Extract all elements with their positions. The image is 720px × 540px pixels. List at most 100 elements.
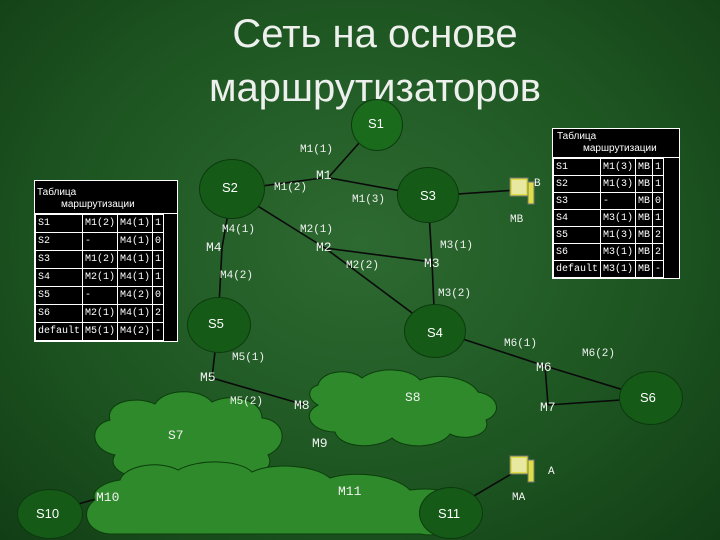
subnet-s3: S3: [398, 168, 458, 222]
routing-cell: M2(1): [82, 268, 119, 287]
routing-cell: MB: [635, 243, 654, 261]
routing-cell: -: [82, 232, 119, 251]
routing-cell: MB: [635, 260, 654, 278]
subnet-s5-label: S5: [208, 316, 224, 331]
routing-cell: M4(2): [117, 286, 154, 305]
routing-row: S5-M4(2)0: [34, 286, 165, 305]
routing-cell: S2: [552, 175, 602, 193]
routing-cell: 0: [652, 192, 665, 210]
right-table-caption: Таблица маршрутизации: [553, 129, 679, 158]
routing-cell: M5(1): [82, 322, 119, 341]
port-m3-1: M3(1): [440, 240, 474, 252]
port-m1-3: M1(3): [352, 194, 386, 206]
routing-cell: S6: [552, 243, 602, 261]
router-m1: M1: [316, 168, 332, 183]
cloud-s10-s11: [86, 461, 471, 536]
left-table-caption-line2: маршрутизации: [61, 199, 135, 210]
routing-cell: M4(1): [117, 304, 154, 323]
routing-cell: M2(1): [82, 304, 119, 323]
routing-cell: 1: [152, 268, 165, 287]
subnet-s2-label: S2: [222, 180, 238, 195]
cloud-s7: [94, 391, 283, 485]
subnet-s3-label: S3: [420, 188, 436, 203]
cloud-s9-label: M9: [312, 436, 328, 451]
routing-cell: -: [652, 260, 665, 278]
link-m5-m8: [211, 377, 306, 406]
routing-cell: 1: [652, 209, 665, 227]
port-m6-2: M6(2): [582, 348, 616, 360]
routing-cell: S6: [34, 304, 84, 323]
router-m8: M8: [294, 398, 310, 413]
router-m10: M10: [96, 490, 120, 505]
subnet-s5: S5: [188, 298, 250, 352]
cloud-s8: [308, 369, 497, 447]
routing-cell: S3: [34, 250, 84, 269]
routing-cell: S5: [552, 226, 602, 244]
subnet-s1: S1: [352, 100, 402, 150]
cloud-s8-label: S8: [405, 390, 421, 405]
routing-cell: M1(3): [600, 175, 637, 193]
port-m4-1: M4(1): [222, 224, 256, 236]
routing-cell: M3(1): [600, 260, 637, 278]
router-m6: M6: [536, 360, 552, 375]
routing-cell: S4: [34, 268, 84, 287]
routing-cell: M1(3): [600, 158, 637, 176]
routing-cell: S4: [552, 209, 602, 227]
port-ma: MA: [512, 492, 526, 504]
subnet-s1-label: S1: [368, 116, 384, 131]
routing-cell: S3: [552, 192, 602, 210]
left-table-caption-line1: Таблица: [37, 187, 77, 198]
host-b-label: B: [534, 178, 541, 190]
routing-cell: M1(3): [600, 226, 637, 244]
link-m2-m3: [324, 247, 433, 263]
port-m1-2: M1(2): [274, 182, 308, 194]
port-m2-2: M2(2): [346, 260, 380, 272]
routing-cell: 1: [152, 250, 165, 269]
subnet-s11: S11: [420, 488, 482, 538]
subnet-s6: S6: [620, 372, 682, 424]
routing-cell: -: [82, 286, 119, 305]
routing-cell: M4(1): [117, 250, 154, 269]
port-m1-1: M1(1): [300, 144, 334, 156]
routing-cell: M4(1): [117, 268, 154, 287]
routing-cell: 2: [652, 243, 665, 261]
slide-title-line1: Сеть на основе: [232, 12, 518, 56]
port-m5-2: M5(2): [230, 396, 264, 408]
link-m6-m7: [544, 365, 549, 406]
routing-cell: 0: [152, 232, 165, 251]
routing-cell: MB: [635, 226, 654, 244]
router-m11: M11: [338, 484, 362, 499]
routing-cell: S2: [34, 232, 84, 251]
subnet-s4: S4: [405, 305, 465, 357]
subnet-s10: S10: [18, 490, 82, 538]
routing-cell: 2: [652, 226, 665, 244]
routing-cell: M3(1): [600, 243, 637, 261]
cloud-s7-label: S7: [168, 428, 184, 443]
port-m4-2: M4(2): [220, 270, 254, 282]
subnet-s2: S2: [200, 160, 264, 218]
routing-cell: S1: [552, 158, 602, 176]
subnet-s11-label: S11: [438, 506, 461, 521]
routing-cell: -: [152, 322, 165, 341]
routing-cell: default: [552, 260, 602, 278]
router-m2: M2: [316, 240, 332, 255]
port-m2-1: M2(1): [300, 224, 334, 236]
router-m7: M7: [540, 400, 556, 415]
routing-row: S2-M4(1)0: [34, 232, 165, 251]
routing-cell: 1: [652, 158, 665, 176]
routing-cell: M4(1): [117, 232, 154, 251]
subnet-s4-label: S4: [427, 325, 443, 340]
